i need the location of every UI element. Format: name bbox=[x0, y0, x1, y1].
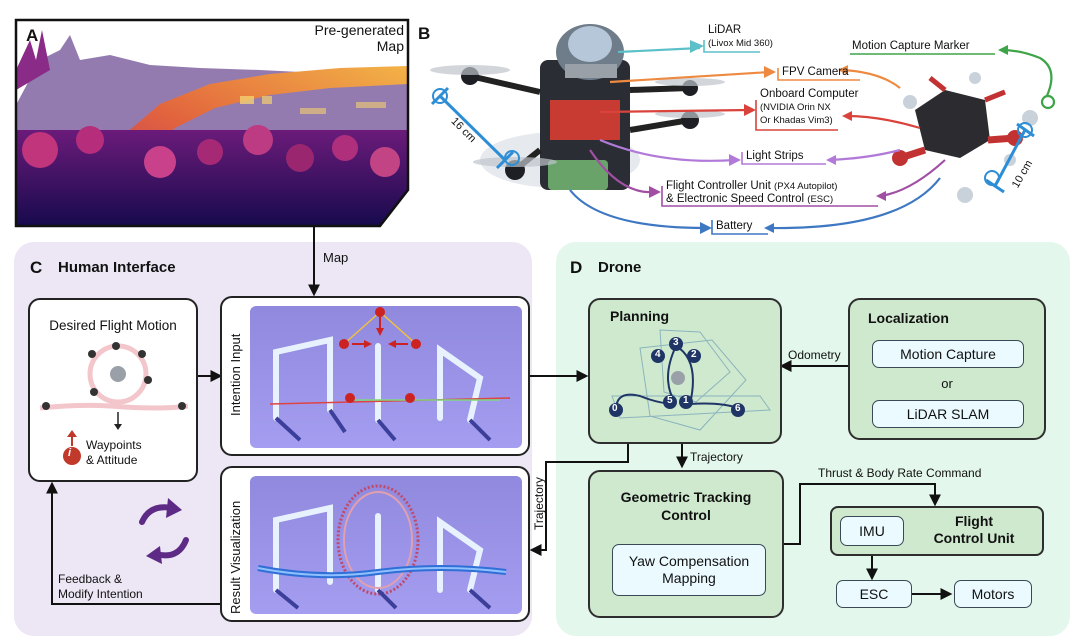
small-drone bbox=[892, 72, 1038, 203]
lidar-text: LiDAR bbox=[708, 24, 742, 36]
flight-control-unit-box[interactable]: IMU Flight Control Unit bbox=[830, 506, 1044, 556]
onboard-model-line2: Or Khadas Vim3) bbox=[760, 115, 833, 126]
graph-node-0: 0 bbox=[612, 403, 618, 414]
graph-node-6: 6 bbox=[735, 403, 741, 414]
fcu-title-line2: Control Unit bbox=[933, 530, 1015, 546]
lidar-slam-text: LiDAR SLAM bbox=[906, 406, 990, 422]
feedback-text: Feedback & bbox=[58, 572, 123, 586]
large-drone bbox=[430, 24, 725, 190]
modify-intention-text: Modify Intention bbox=[58, 587, 143, 601]
lidar-slam-box[interactable]: LiDAR SLAM bbox=[872, 400, 1024, 428]
waypoints-text: Waypoints bbox=[86, 438, 142, 452]
panel-a-letter: A bbox=[26, 26, 39, 45]
motion-capture-text: Motion Capture bbox=[900, 346, 996, 362]
light-strips-label: Light Strips bbox=[746, 150, 804, 162]
graph-node-5: 5 bbox=[667, 395, 673, 406]
fcu-esc-label: Flight Controller Unit (PX4 Autopilot) &… bbox=[666, 180, 837, 206]
human-interface-title: Human Interface bbox=[58, 259, 176, 276]
thrust-command-label: Thrust & Body Rate Command bbox=[818, 466, 982, 480]
pregenerated-map-label: Pre-generated Map bbox=[304, 22, 404, 54]
motion-capture-box[interactable]: Motion Capture bbox=[872, 340, 1024, 368]
planning-box[interactable]: Planning bbox=[588, 298, 782, 444]
esc-label-text: & Electronic Speed Control bbox=[666, 193, 805, 205]
esc-text: ESC bbox=[859, 586, 889, 602]
desired-flight-motion-box[interactable]: Desired Flight Motion bbox=[28, 298, 198, 482]
motors-text: Motors bbox=[971, 586, 1015, 602]
trajectory-down-label: Trajectory bbox=[690, 450, 743, 464]
graph-node-4: 4 bbox=[655, 349, 661, 360]
motors-box[interactable]: Motors bbox=[954, 580, 1032, 608]
attitude-text: & Attitude bbox=[86, 453, 138, 467]
localization-title: Localization bbox=[868, 310, 949, 326]
graph-node-3: 3 bbox=[673, 337, 679, 348]
panel-d-letter: D bbox=[570, 258, 583, 277]
localization-box[interactable]: Localization Motion Capture or LiDAR SLA… bbox=[848, 298, 1046, 440]
desired-flight-motion-title: Desired Flight Motion bbox=[49, 318, 177, 333]
panel-c-letter: C bbox=[30, 258, 43, 277]
esc-box[interactable]: ESC bbox=[836, 580, 912, 608]
gtc-title-line2: Control bbox=[661, 507, 711, 523]
imu-box[interactable]: IMU bbox=[840, 516, 904, 546]
odometry-label: Odometry bbox=[788, 348, 841, 362]
panel-b-letter: B bbox=[418, 24, 431, 43]
graph-node-1: 1 bbox=[683, 395, 689, 406]
feedback-label: Feedback & Modify Intention bbox=[58, 572, 143, 602]
fcu-title-line1: Flight bbox=[954, 513, 994, 529]
onboard-model-line1: (NVIDIA Orin NX bbox=[760, 102, 831, 113]
or-text: or bbox=[941, 376, 953, 391]
yaw-line2-text: Mapping bbox=[662, 570, 716, 586]
gtc-title: Geometric Tracking Control bbox=[590, 488, 782, 524]
map-label-line2: Map bbox=[376, 38, 404, 54]
graph-node-2: 2 bbox=[691, 349, 697, 360]
map-arrow-label: Map bbox=[323, 250, 349, 265]
lidar-model-text: (Livox Mid 360) bbox=[708, 38, 773, 49]
drone-title: Drone bbox=[598, 259, 642, 276]
fpv-camera-label: FPV Camera bbox=[782, 66, 849, 78]
fcu-title: Flight Control Unit bbox=[912, 513, 1036, 547]
waypoints-attitude-label: Waypoints & Attitude bbox=[86, 438, 142, 468]
px4-label-text: (PX4 Autopilot) bbox=[774, 181, 838, 192]
geometric-tracking-control-box[interactable]: Geometric Tracking Control Yaw Compensat… bbox=[588, 470, 784, 618]
yaw-line1-text: Yaw Compensation bbox=[628, 553, 750, 569]
onboard-computer-label: Onboard Computer (NVIDIA Orin NX Or Khad… bbox=[760, 88, 858, 127]
planning-title: Planning bbox=[610, 308, 670, 324]
yaw-compensation-box[interactable]: Yaw Compensation Mapping bbox=[612, 544, 766, 596]
motion-capture-marker-label: Motion Capture Marker bbox=[852, 40, 970, 52]
onboard-computer-text: Onboard Computer bbox=[760, 88, 859, 100]
gtc-title-line1: Geometric Tracking bbox=[620, 489, 752, 505]
fcu-label-text: Flight Controller Unit bbox=[666, 180, 771, 192]
info-icon: i bbox=[68, 447, 72, 459]
lidar-label: LiDAR (Livox Mid 360) bbox=[708, 24, 773, 50]
battery-label: Battery bbox=[716, 220, 753, 232]
esc-abbrev-text: (ESC) bbox=[807, 194, 834, 205]
map-label-line1: Pre-generated bbox=[314, 22, 404, 38]
imu-text: IMU bbox=[859, 523, 885, 539]
